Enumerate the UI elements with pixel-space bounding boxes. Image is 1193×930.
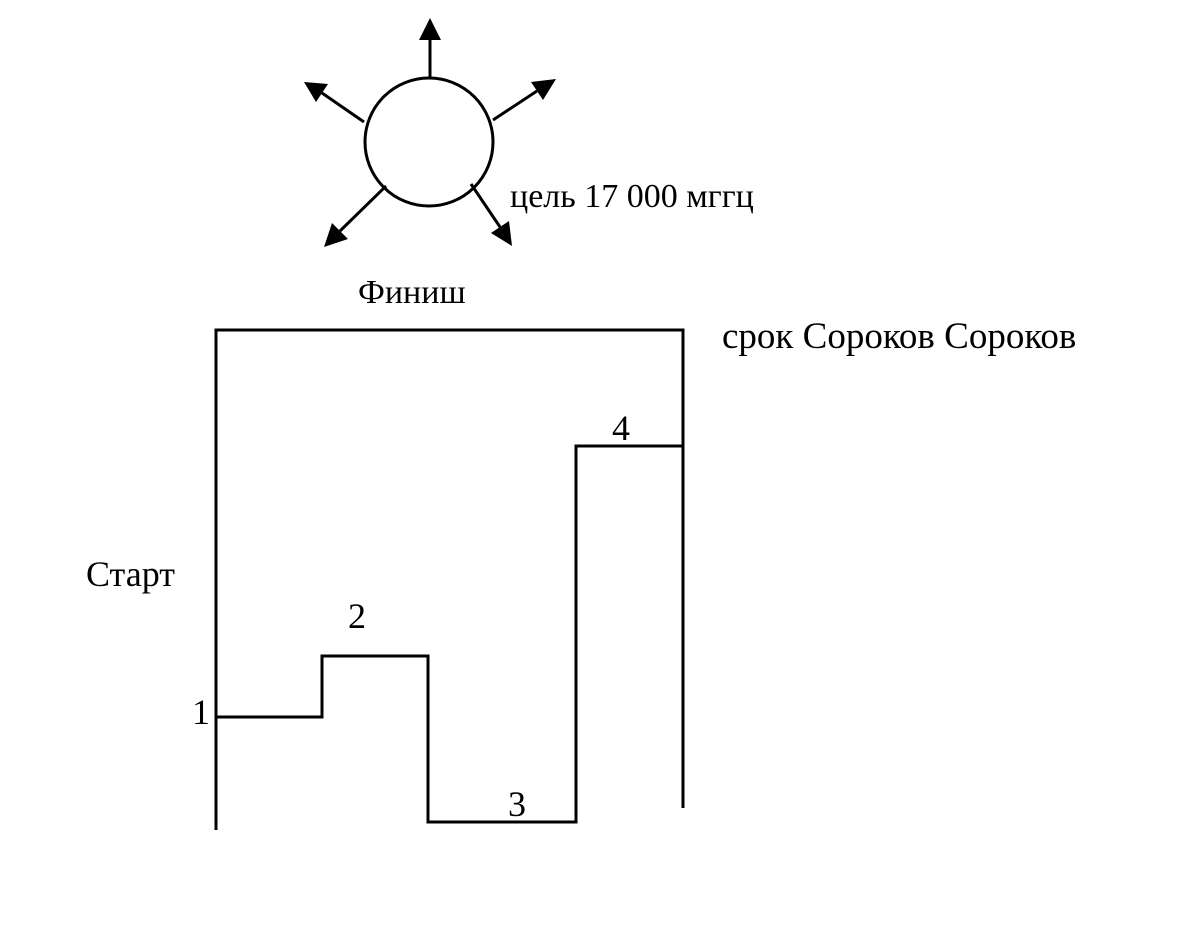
deadline-label: срок Сороков Сороков (722, 316, 1077, 357)
step-path (216, 444, 683, 824)
finish-label: Финиш (358, 274, 466, 311)
goal-arrow-lower-right (469, 183, 512, 246)
step-number-2: 2 (348, 596, 366, 636)
frame-left-top-right (214, 328, 685, 830)
start-label: Старт (86, 554, 175, 594)
step-number-3: 3 (508, 784, 526, 824)
goal-arrow-upper-right (492, 79, 556, 122)
frame (214, 328, 685, 830)
goal-symbol (304, 18, 556, 247)
goal-arrow-lower-left (324, 184, 388, 247)
goal-arrow-upper-left (304, 82, 365, 124)
goal-arrow-up (419, 18, 441, 78)
step-number-1: 1 (192, 692, 210, 732)
step-number-4: 4 (612, 408, 630, 448)
goal-label: цель 17 000 мггц (510, 178, 754, 215)
